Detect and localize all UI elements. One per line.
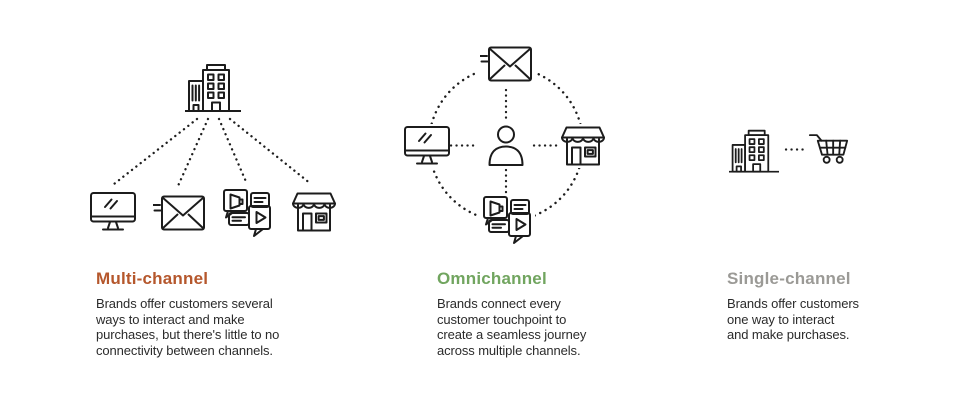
dotted-fan-connectors — [112, 117, 313, 188]
computer-monitor-icon — [90, 192, 136, 231]
single-channel-section: Single-channel Brands offer customers on… — [727, 270, 957, 343]
single-channel-diagram — [729, 129, 849, 173]
omnichannel-diagram — [402, 42, 608, 254]
office-building-icon — [185, 64, 241, 112]
single-channel-title: Single-channel — [727, 269, 851, 288]
shopping-cart-icon — [808, 134, 849, 164]
email-icon — [153, 195, 205, 231]
single-channel-description: Brands offer customers one way to intera… — [727, 296, 859, 342]
dotted-spoke-connectors — [449, 88, 562, 199]
person-icon — [488, 125, 524, 166]
omnichannel-title: Omnichannel — [437, 269, 547, 288]
multi-channel-title: Multi-channel — [96, 269, 209, 288]
multi-channel-section: Multi-channel Brands offer customers sev… — [96, 270, 326, 358]
omnichannel-section: Omnichannel Brands connect every custome… — [437, 270, 667, 358]
multi-channel-description: Brands offer customers several ways to i… — [96, 296, 280, 358]
multi-channel-diagram — [90, 64, 336, 237]
storefront-icon — [292, 192, 336, 232]
social-media-icon — [223, 189, 271, 237]
office-building-icon — [729, 129, 779, 173]
omnichannel-description: Brands connect every customer touchpoint… — [437, 296, 587, 358]
